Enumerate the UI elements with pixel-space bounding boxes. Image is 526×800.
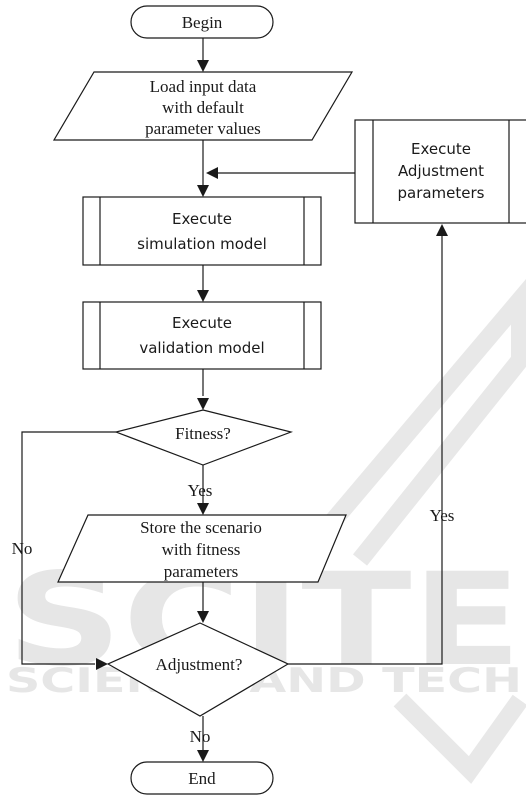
simulation-process: Execute simulation model bbox=[82, 196, 322, 266]
simulation-shape bbox=[82, 196, 322, 266]
watermark-chevron-shape bbox=[293, 278, 526, 566]
arrowheads bbox=[96, 60, 448, 762]
adjust-shape bbox=[354, 119, 526, 224]
edge-labels: Yes No Yes No bbox=[12, 481, 455, 746]
adjustment-decision: Adjustment? bbox=[106, 622, 290, 717]
fitness-yes-label: Yes bbox=[188, 481, 213, 500]
simulation-line-2: simulation model bbox=[137, 235, 267, 253]
store-scenario-node: Store the scenario with fitness paramete… bbox=[57, 514, 347, 583]
load-input-line-1: Load input data bbox=[150, 77, 257, 96]
begin-terminator: Begin bbox=[130, 5, 274, 39]
arrowhead-to-adjustment bbox=[197, 611, 209, 623]
fitness-label: Fitness? bbox=[175, 424, 231, 443]
validation-line-2: validation model bbox=[139, 339, 264, 357]
store-scenario-line-3: parameters bbox=[164, 562, 239, 581]
end-shape bbox=[130, 761, 274, 795]
watermark-lower-shape bbox=[393, 693, 526, 784]
begin-label: Begin bbox=[182, 13, 223, 32]
adjust-line-3: parameters bbox=[397, 184, 484, 202]
fitness-decision: Fitness? bbox=[114, 409, 294, 466]
load-input-node: Load input data with default parameter v… bbox=[52, 71, 354, 141]
fitness-no-label: No bbox=[12, 539, 33, 558]
validation-line-1: Execute bbox=[172, 314, 232, 332]
edge-adjustment-yes bbox=[288, 234, 443, 665]
arrowhead-to-simulation bbox=[197, 185, 209, 197]
arrowhead-to-fitness bbox=[197, 398, 209, 410]
arrowhead-to-load bbox=[197, 60, 209, 72]
adjustment-yes-label: Yes bbox=[430, 506, 455, 525]
store-scenario-line-2: with fitness bbox=[162, 540, 241, 559]
connectors bbox=[21, 38, 443, 752]
edge-fitness-no bbox=[21, 431, 116, 665]
adjustment-no-label: No bbox=[190, 727, 211, 746]
arrowhead-adjust-return bbox=[206, 167, 218, 179]
validation-shape bbox=[82, 301, 322, 370]
end-terminator: End bbox=[130, 761, 274, 795]
arrowhead-to-end bbox=[197, 750, 209, 762]
arrowhead-to-store bbox=[197, 503, 209, 515]
load-input-line-2: with default bbox=[162, 98, 244, 117]
arrowhead-no-to-adjustment bbox=[96, 658, 108, 670]
load-input-shape bbox=[52, 71, 354, 141]
adjust-line-1: Execute bbox=[411, 140, 471, 158]
fitness-shape bbox=[114, 409, 294, 466]
arrowhead-to-validation bbox=[197, 290, 209, 302]
adjust-line-2: Adjustment bbox=[398, 162, 484, 180]
load-input-line-3: parameter values bbox=[145, 119, 261, 138]
adjustment-shape bbox=[106, 622, 290, 717]
adjustment-label: Adjustment? bbox=[156, 655, 243, 674]
store-scenario-line-1: Store the scenario bbox=[140, 518, 262, 537]
validation-process: Execute validation model bbox=[82, 301, 322, 370]
end-label: End bbox=[188, 769, 216, 788]
begin-shape bbox=[130, 5, 274, 39]
store-scenario-shape bbox=[57, 514, 347, 583]
arrowhead-to-adjust bbox=[436, 224, 448, 236]
adjust-process: Execute Adjustment parameters bbox=[354, 119, 526, 224]
simulation-line-1: Execute bbox=[172, 210, 232, 228]
